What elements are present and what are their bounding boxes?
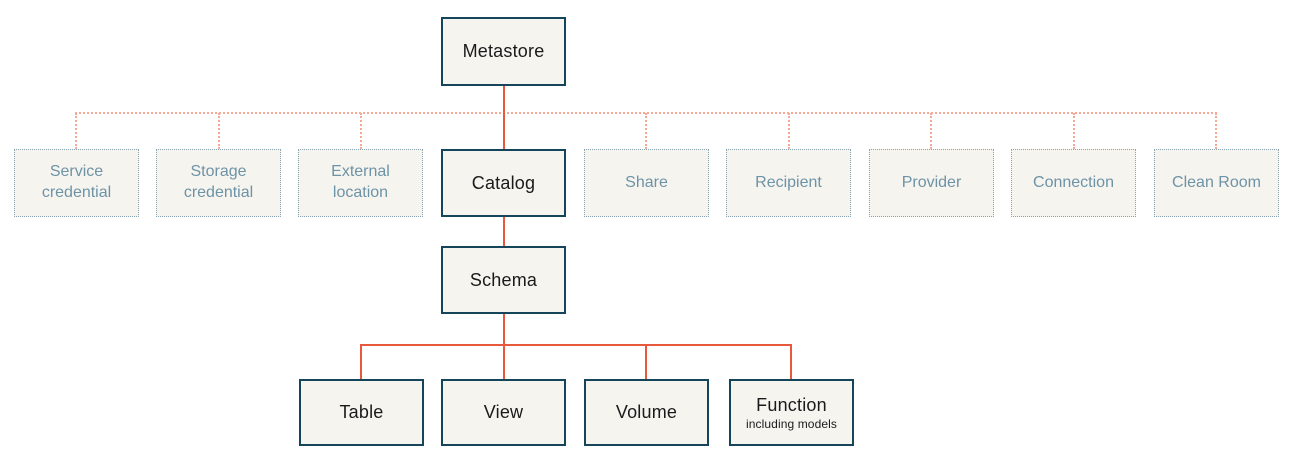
node-service-credential: Service credential bbox=[14, 149, 139, 217]
node-external-location-label: External location bbox=[331, 163, 390, 201]
node-service-credential-label: Service credential bbox=[41, 163, 112, 201]
node-view: View bbox=[441, 379, 566, 446]
connector-drop-provider bbox=[930, 113, 932, 149]
node-share: Share bbox=[584, 149, 709, 217]
node-volume: Volume bbox=[584, 379, 709, 446]
connector-catalog-schema bbox=[503, 217, 505, 246]
node-volume-label: Volume bbox=[615, 402, 678, 422]
node-provider-label: Provider bbox=[901, 173, 962, 191]
node-provider: Provider bbox=[869, 149, 994, 217]
node-catalog-label: Catalog bbox=[471, 172, 536, 193]
node-external-location: External location bbox=[298, 149, 423, 217]
node-share-label: Share bbox=[625, 173, 668, 191]
connector-drop-external-location bbox=[360, 113, 362, 149]
node-view-label: View bbox=[483, 402, 524, 422]
node-schema-label: Schema bbox=[469, 269, 538, 290]
connector-drop-storage-credential bbox=[218, 113, 220, 149]
node-clean-room: Clean Room bbox=[1154, 149, 1279, 217]
connector-schema-bus bbox=[503, 314, 505, 346]
node-metastore: Metastore bbox=[441, 17, 566, 86]
connector-drop-share bbox=[645, 113, 647, 149]
connector-drop-table bbox=[360, 346, 362, 379]
connector-drop-clean-room bbox=[1215, 113, 1217, 149]
connector-drop-volume bbox=[645, 346, 647, 379]
connector-drop-recipient bbox=[788, 113, 790, 149]
connector-drop-function bbox=[790, 346, 792, 379]
connector-drop-view bbox=[503, 346, 505, 379]
connector-drop-connection bbox=[1073, 113, 1075, 149]
node-table-label: Table bbox=[339, 402, 384, 422]
connector-children-bus bbox=[360, 344, 792, 346]
node-connection-label: Connection bbox=[1033, 173, 1114, 191]
node-schema: Schema bbox=[441, 246, 566, 314]
node-table: Table bbox=[299, 379, 424, 446]
node-connection: Connection bbox=[1011, 149, 1136, 217]
node-recipient: Recipient bbox=[726, 149, 851, 217]
connector-drop-service-credential bbox=[75, 113, 77, 149]
node-storage-credential-label: Storage credential bbox=[183, 163, 254, 201]
node-function-sublabel: including models bbox=[746, 416, 837, 431]
node-catalog: Catalog bbox=[441, 149, 566, 217]
node-clean-room-label: Clean Room bbox=[1172, 173, 1261, 191]
node-function-label: Function bbox=[756, 394, 827, 415]
node-metastore-label: Metastore bbox=[462, 41, 545, 61]
node-recipient-label: Recipient bbox=[755, 173, 822, 191]
node-function: Function including models bbox=[729, 379, 854, 446]
node-storage-credential: Storage credential bbox=[156, 149, 281, 217]
connector-metastore-catalog bbox=[503, 86, 505, 149]
